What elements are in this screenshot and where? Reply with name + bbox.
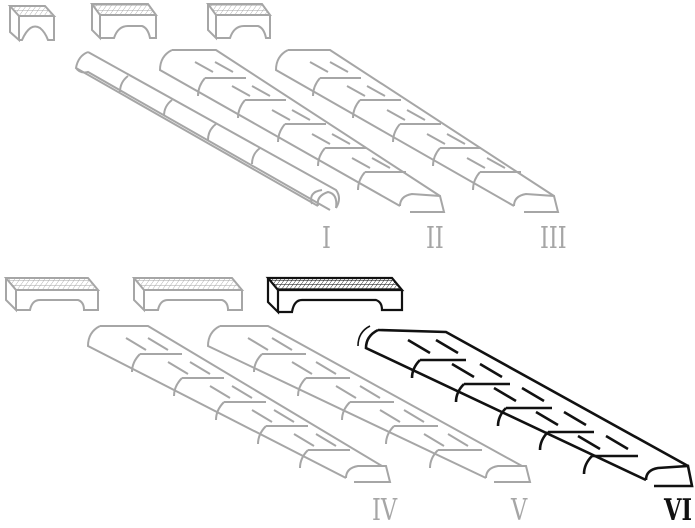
support-icon-III <box>206 3 272 41</box>
support-icon-I <box>7 5 57 43</box>
support-icon-V <box>131 277 245 313</box>
support-icon-VI <box>265 276 405 315</box>
conduit-III <box>274 49 560 213</box>
conduit-II <box>158 49 446 213</box>
conduit-I <box>74 51 340 211</box>
conduit-V <box>206 325 532 483</box>
label-V: V <box>511 493 528 528</box>
label-VI: VI <box>664 493 692 528</box>
conduit-IV <box>86 325 392 483</box>
support-icon-IV <box>3 277 101 313</box>
label-III: III <box>540 221 567 256</box>
label-II: II <box>426 221 444 256</box>
label-IV: IV <box>372 493 398 528</box>
support-icon-II <box>90 3 158 41</box>
label-I: I <box>322 221 331 256</box>
conduit-VI <box>357 325 694 488</box>
